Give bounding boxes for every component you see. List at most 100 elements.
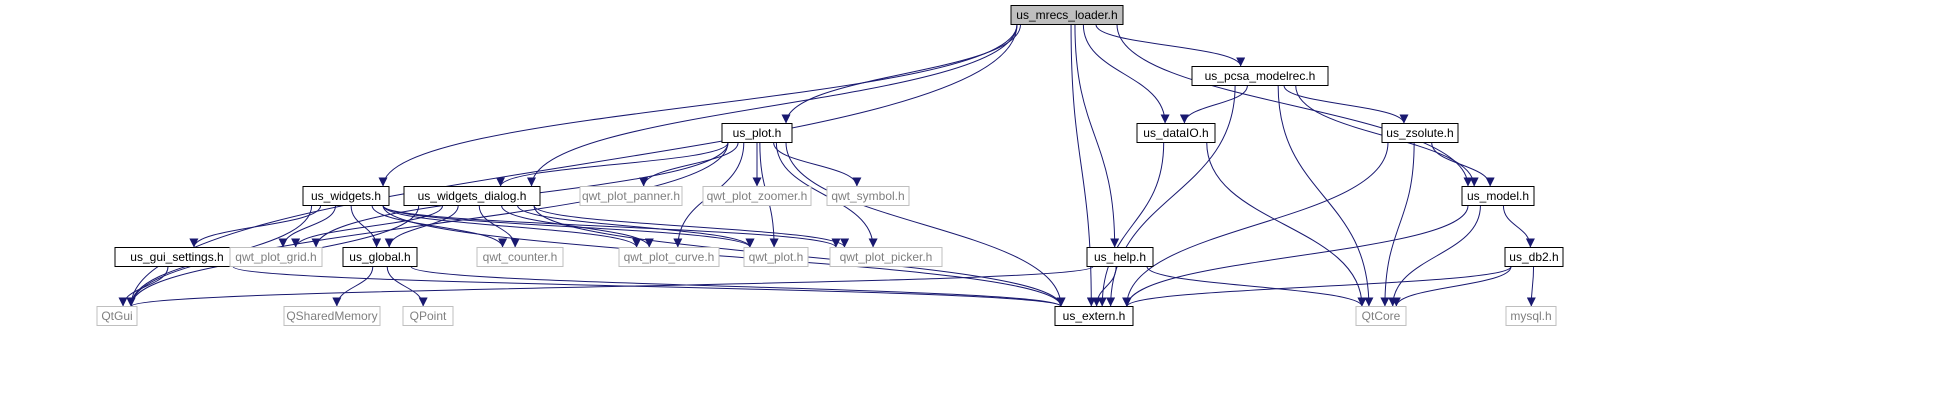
- node-widgets[interactable]: us_widgets.h: [302, 186, 390, 206]
- edge-pcsa-to-extern: [1106, 85, 1236, 307]
- node-label-zoomer: qwt_plot_zoomer.h: [707, 189, 808, 203]
- node-plot[interactable]: us_plot.h: [721, 123, 793, 143]
- node-label-help: us_help.h: [1094, 250, 1146, 264]
- edge-zsolute-to-model: [1431, 142, 1495, 187]
- node-box-mysql: [1505, 306, 1557, 326]
- node-qwtplot: qwt_plot.h: [743, 247, 809, 267]
- edge-global-to-extern: [410, 266, 1066, 307]
- edge-guiset-to-qtgui: [118, 266, 169, 307]
- edge-wdialog-to-curve: [501, 205, 654, 248]
- node-qtgui: QtGui: [96, 306, 138, 326]
- edge-widgets-to-guiset: [189, 205, 322, 248]
- node-label-grid: qwt_plot_grid.h: [235, 250, 316, 264]
- node-qshm: QSharedMemory: [283, 306, 381, 326]
- edge-db2-to-mysql: [1526, 266, 1536, 307]
- node-model[interactable]: us_model.h: [1461, 186, 1535, 206]
- edge-wdialog-to-picker: [533, 205, 849, 248]
- node-symbol: qwt_symbol.h: [826, 186, 910, 206]
- node-extern[interactable]: us_extern.h: [1054, 306, 1134, 326]
- node-label-extern: us_extern.h: [1063, 309, 1126, 323]
- edge-pcsa-to-qtcore: [1277, 85, 1374, 307]
- edge-model-to-qtcore: [1388, 205, 1481, 307]
- node-box-zoomer: [702, 186, 812, 206]
- node-label-dataio: us_dataIO.h: [1143, 126, 1208, 140]
- node-db2[interactable]: us_db2.h: [1504, 247, 1564, 267]
- edge-help-to-qtcore: [1146, 266, 1367, 307]
- node-label-root: us_mrecs_loader.h: [1016, 8, 1117, 22]
- edge-root-to-help: [1074, 24, 1120, 248]
- edge-pcsa-to-zsolute: [1283, 85, 1409, 124]
- edge-root-to-pcsa: [1095, 24, 1246, 67]
- edge-wdialog-to-grid: [291, 205, 444, 248]
- node-label-widgets: us_widgets.h: [311, 189, 381, 203]
- node-box-root: [1010, 5, 1124, 25]
- node-box-panner: [579, 186, 683, 206]
- node-label-plot: us_plot.h: [733, 126, 782, 140]
- node-box-symbol: [826, 186, 910, 206]
- node-label-picker: qwt_plot_picker.h: [840, 250, 933, 264]
- node-picker: qwt_plot_picker.h: [829, 247, 943, 267]
- node-label-pcsa: us_pcsa_modelrec.h: [1205, 69, 1316, 83]
- node-box-wdialog: [403, 186, 541, 206]
- node-counter: qwt_counter.h: [476, 247, 564, 267]
- edge-dataio-to-qtcore: [1206, 142, 1367, 307]
- edge-zsolute-to-qtcore: [1380, 142, 1415, 307]
- edge-widgets-to-global: [350, 205, 382, 248]
- node-pcsa[interactable]: us_pcsa_modelrec.h: [1191, 66, 1329, 86]
- node-root[interactable]: us_mrecs_loader.h: [1010, 5, 1124, 25]
- node-label-wdialog: us_widgets_dialog.h: [418, 189, 527, 203]
- edge-zsolute-to-extern: [1122, 142, 1389, 307]
- node-box-curve: [618, 247, 720, 267]
- node-box-extern: [1054, 306, 1134, 326]
- node-label-guiset: us_gui_settings.h: [130, 250, 223, 264]
- node-box-picker: [829, 247, 943, 267]
- node-box-model: [1461, 186, 1535, 206]
- node-label-zsolute: us_zsolute.h: [1386, 126, 1453, 140]
- node-label-qwtplot: qwt_plot.h: [749, 250, 804, 264]
- node-panner: qwt_plot_panner.h: [579, 186, 683, 206]
- node-box-qpoint: [402, 306, 454, 326]
- node-box-plot: [721, 123, 793, 143]
- edge-wdialog-to-global: [384, 205, 459, 248]
- node-label-model: us_model.h: [1467, 189, 1529, 203]
- edge-widgets-to-extern: [382, 205, 1066, 307]
- node-help[interactable]: us_help.h: [1086, 247, 1154, 267]
- node-zsolute[interactable]: us_zsolute.h: [1381, 123, 1459, 143]
- node-box-qtgui: [96, 306, 138, 326]
- edge-db2-to-extern: [1122, 266, 1512, 307]
- node-label-qtcore: QtCore: [1362, 309, 1401, 323]
- edge-root-to-dataio: [1082, 24, 1170, 124]
- edge-root-to-plot: [781, 24, 1021, 124]
- edge-root-to-wdialog: [527, 24, 1018, 187]
- edge-model-to-extern: [1122, 205, 1469, 307]
- edge-model-to-db2: [1502, 205, 1535, 248]
- node-wdialog[interactable]: us_widgets_dialog.h: [403, 186, 541, 206]
- edge-db2-to-qtcore: [1391, 266, 1512, 307]
- node-label-qpoint: QPoint: [410, 309, 447, 323]
- edge-global-to-qpoint: [386, 266, 428, 307]
- node-box-widgets: [302, 186, 390, 206]
- edge-global-to-qshm: [332, 266, 374, 307]
- edge-root-to-widgets: [378, 24, 1018, 187]
- node-global[interactable]: us_global.h: [342, 247, 418, 267]
- edge-wdialog-to-qwtplot: [517, 205, 755, 248]
- node-box-grid: [229, 247, 323, 267]
- node-dataio[interactable]: us_dataIO.h: [1136, 123, 1216, 143]
- edge-wdialog-to-counter: [478, 205, 520, 248]
- edge-widgets-to-curve: [382, 205, 642, 248]
- node-mysql: mysql.h: [1505, 306, 1557, 326]
- node-grid: qwt_plot_grid.h: [229, 247, 323, 267]
- edge-widgets-to-grid: [278, 205, 336, 248]
- node-label-symbol: qwt_symbol.h: [831, 189, 904, 203]
- edge-root-to-model: [1116, 24, 1473, 187]
- node-box-global: [342, 247, 418, 267]
- edge-widgets-to-counter: [371, 205, 508, 248]
- node-label-curve: qwt_plot_curve.h: [624, 250, 715, 264]
- node-label-global: us_global.h: [349, 250, 410, 264]
- node-box-pcsa: [1191, 66, 1329, 86]
- node-label-qshm: QSharedMemory: [286, 309, 377, 323]
- node-box-qshm: [283, 306, 381, 326]
- node-guiset[interactable]: us_gui_settings.h: [114, 247, 240, 267]
